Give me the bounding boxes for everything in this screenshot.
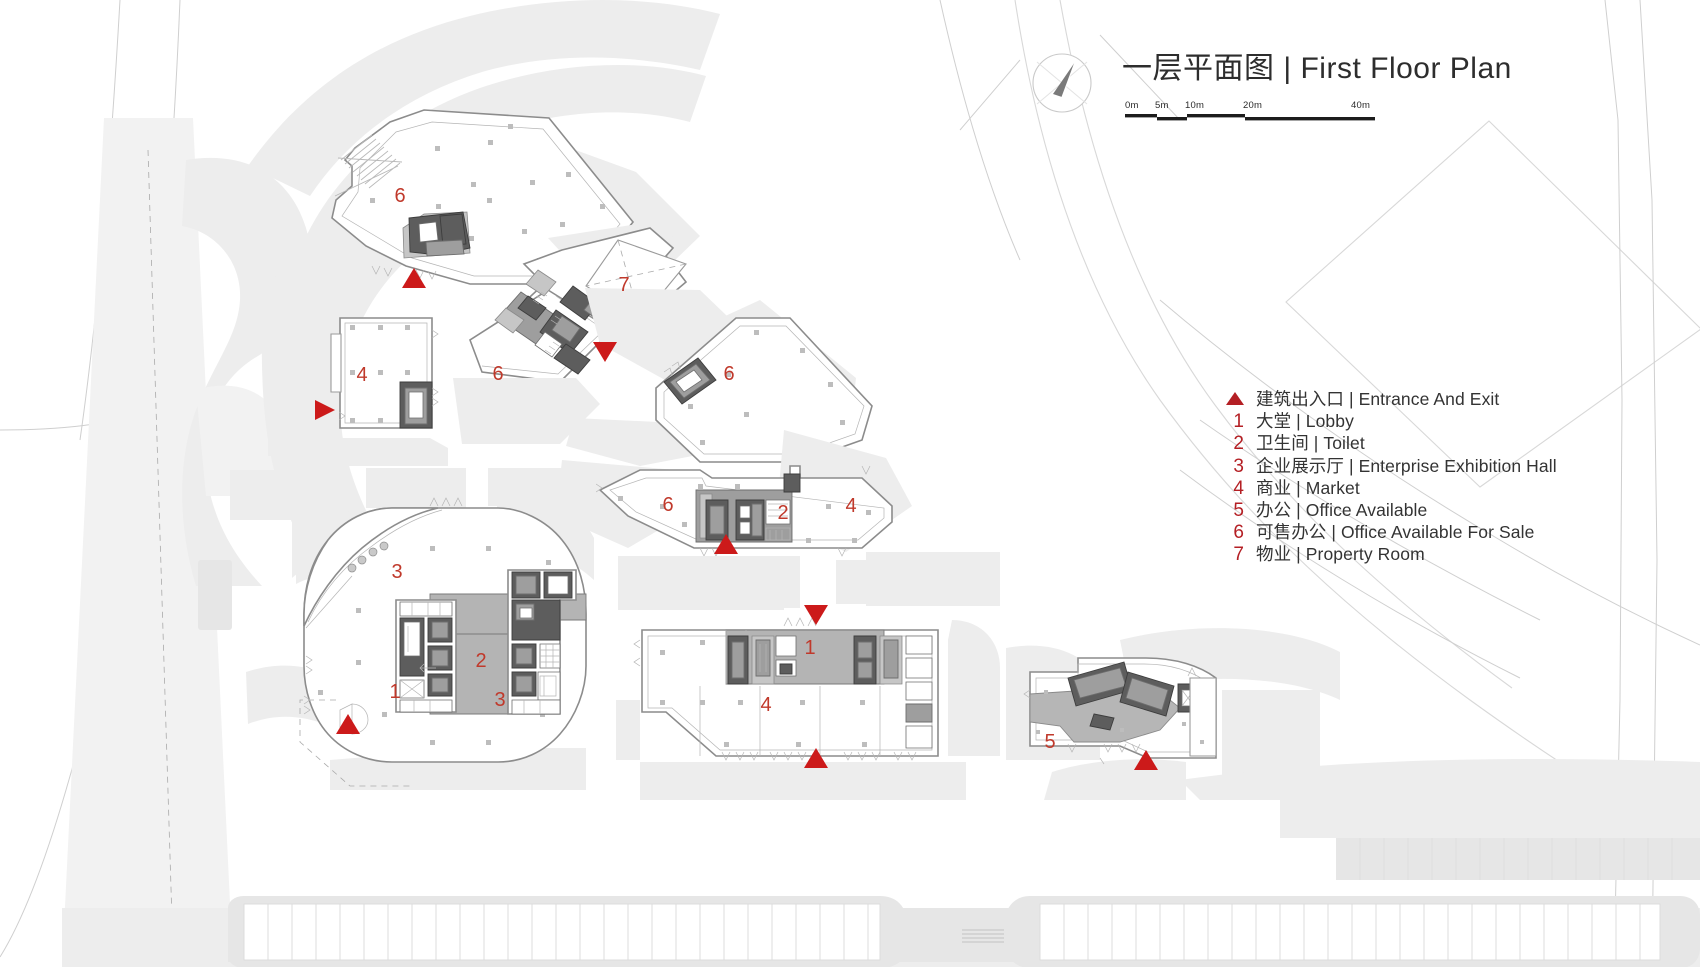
scale-tick-5: 5m — [1155, 100, 1169, 111]
building-central-hall — [230, 468, 596, 790]
legend-row: 建筑出入口 | Entrance And Exit — [1214, 388, 1684, 410]
legend-label: 商业 | Market — [1256, 477, 1360, 498]
scale-bar: 0m 5m 10m 20m 40m — [1125, 100, 1375, 126]
legend-key-4: 4 — [1233, 477, 1244, 499]
entrance-markers — [315, 268, 1158, 770]
legend-label: 物业 | Property Room — [1256, 544, 1425, 565]
parking-areas — [62, 759, 1700, 967]
scale-tick-20: 20m — [1243, 100, 1263, 111]
legend-label: 大堂 | Lobby — [1256, 411, 1354, 432]
building-south-block — [616, 552, 1000, 800]
building-east-upper-block — [655, 300, 873, 463]
legend-row: 7 物业 | Property Room — [1214, 543, 1684, 565]
legend-label: 可售办公 | Office Available For Sale — [1256, 522, 1535, 543]
legend: 建筑出入口 | Entrance And Exit 1 大堂 | Lobby 2 卫生间… — [1214, 388, 1684, 566]
legend-row: 4 商业 | Market — [1214, 477, 1684, 499]
scale-tick-40: 40m — [1351, 100, 1371, 111]
legend-row: 3 企业展示厅 | Enterprise Exhibition Hall — [1214, 455, 1684, 477]
legend-key-7: 7 — [1233, 544, 1244, 566]
scale-tick-10: 10m — [1185, 100, 1205, 111]
legend-row: 2 卫生间 | Toilet — [1214, 432, 1684, 454]
building-west-block — [268, 317, 448, 466]
scale-tick-0: 0m — [1125, 100, 1139, 111]
legend-label: 企业展示厅 | Enterprise Exhibition Hall — [1256, 455, 1557, 476]
legend-key-1: 1 — [1233, 411, 1244, 433]
legend-key-6: 6 — [1233, 522, 1244, 544]
legend-key-5: 5 — [1233, 499, 1244, 521]
legend-label: 建筑出入口 | Entrance And Exit — [1256, 389, 1500, 409]
triangle-icon — [1226, 392, 1244, 406]
entrance-triangle-icon — [1214, 388, 1244, 410]
title-block: 一层平面图 | First Floor Plan — [1122, 52, 1682, 85]
building-east-office — [1006, 628, 1340, 800]
north-arrow-icon — [1032, 53, 1092, 113]
legend-key-3: 3 — [1233, 455, 1244, 477]
legend-label: 办公 | Office Available — [1256, 499, 1428, 520]
legend-label: 卫生间 | Toilet — [1256, 433, 1365, 454]
legend-row: 1 大堂 | Lobby — [1214, 410, 1684, 432]
legend-row: 5 办公 | Office Available — [1214, 499, 1684, 521]
legend-key-2: 2 — [1233, 433, 1244, 455]
page-title: 一层平面图 | First Floor Plan — [1122, 52, 1512, 85]
legend-row: 6 可售办公 | Office Available For Sale — [1214, 521, 1684, 543]
building-property-wing — [469, 222, 688, 383]
site-paving — [62, 0, 720, 967]
